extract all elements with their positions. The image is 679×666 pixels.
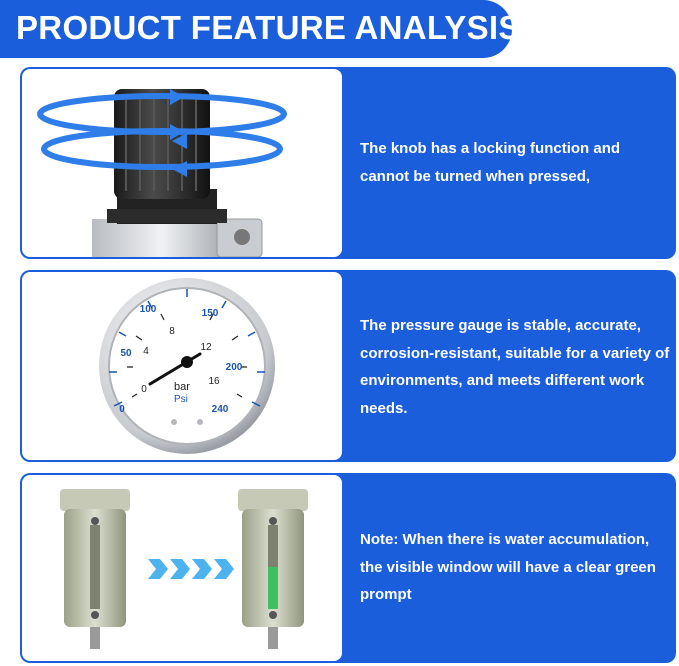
gauge-image: 0 50 100 150 200 240 0 4 8 12 16 bar Psi <box>22 272 342 460</box>
feature-text-knob: The knob has a locking function and cann… <box>360 140 621 185</box>
feature-panel-gauge: 0 50 100 150 200 240 0 4 8 12 16 bar Psi… <box>20 270 676 462</box>
gauge-unit-psi: Psi <box>174 394 188 405</box>
feature-text-water: Note: When there is water accumulation, … <box>360 531 656 603</box>
gauge-unit-bar: bar <box>174 381 190 393</box>
gauge-psi-0: 0 <box>119 404 125 415</box>
gauge-psi-150: 150 <box>202 308 219 319</box>
feature-panel-water: Note: When there is water accumulation, … <box>20 473 676 663</box>
page-title: PRODUCT FEATURE ANALYSIS <box>16 9 521 46</box>
gauge-psi-200: 200 <box>226 362 243 373</box>
gauge-bar-8: 8 <box>169 326 175 337</box>
gauge-psi-240: 240 <box>212 404 229 415</box>
gauge-bar-4: 4 <box>143 346 149 357</box>
gauge-bar-16: 16 <box>208 376 220 387</box>
gauge-bar-12: 12 <box>200 342 212 353</box>
knob-image <box>22 69 342 257</box>
feature-text-gauge: The pressure gauge is stable, accurate, … <box>360 317 670 417</box>
gauge-psi-100: 100 <box>140 304 157 315</box>
feature-panel-knob: The knob has a locking function and cann… <box>20 67 676 259</box>
gauge-bar-0: 0 <box>141 384 147 395</box>
gauge-psi-50: 50 <box>120 348 132 359</box>
header-banner: PRODUCT FEATURE ANALYSIS <box>0 0 520 58</box>
water-indicator-image <box>22 475 342 661</box>
